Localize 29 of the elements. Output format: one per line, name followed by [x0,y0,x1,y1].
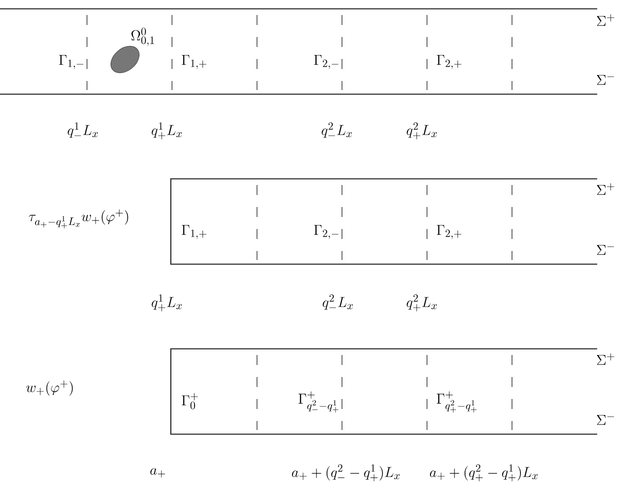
boundary-label: $\Gamma^+_{q^2_+ - q^1_+}$ [436,391,477,413]
boundary-label: $\Gamma_{1,-}$ [59,54,84,70]
domain-label: $\Omega^0_{0,1}$ [131,28,154,46]
boundary-label: $\Sigma^-$ [597,244,614,255]
boundary-label: $\Sigma^-$ [597,414,614,425]
function-label: $w_+(\varphi^+)$ [26,380,73,396]
boundary-label: $\Gamma_{2,-}$ [314,224,338,240]
coordinate-label: $a_+$ [150,468,166,478]
coordinate-label: $q^1_+ L_x$ [152,294,182,312]
coordinate-label: $q^2_+ L_x$ [406,122,437,140]
boundary-label: $\Gamma_{2,-}$ [314,54,338,70]
boundary-label: $\Gamma_{1,+}$ [182,54,206,70]
coordinate-label: $q^2_+ L_x$ [406,294,437,312]
boundary-label: $\Gamma_{2,+}$ [436,224,462,240]
coordinate-label: $q^1_- L_x$ [68,122,98,138]
coordinate-label: $a_+ + (q^2_- - q^1_+) L_x$ [292,464,400,482]
boundary-label: $\Sigma^+$ [597,353,614,365]
boundary-label: $\Sigma^+$ [597,183,614,195]
boundary-label: $\Gamma_{2,+}$ [436,54,462,70]
boundary-label: $\Gamma^+_0$ [182,393,198,410]
boundary-label: $\Gamma^+_{q^2_- - q^1_+}$ [298,391,338,413]
boundary-label: $\Sigma^+$ [597,14,614,26]
coordinate-label: $q^1_+ L_x$ [152,122,182,140]
boundary-label: $\Gamma_{1,+}$ [182,224,206,240]
boundary-label: $\Sigma^-$ [597,74,614,85]
coordinate-label: $q^2_- L_x$ [322,122,352,138]
coordinate-label: $q^2_- L_x$ [322,294,353,310]
function-label: $\tau_{a_+ - q^1_+ L_x} w_+(\varphi^+)$ [28,209,128,229]
coordinate-label: $a_+ + (q^2_+ - q^1_+) L_x$ [430,464,538,482]
